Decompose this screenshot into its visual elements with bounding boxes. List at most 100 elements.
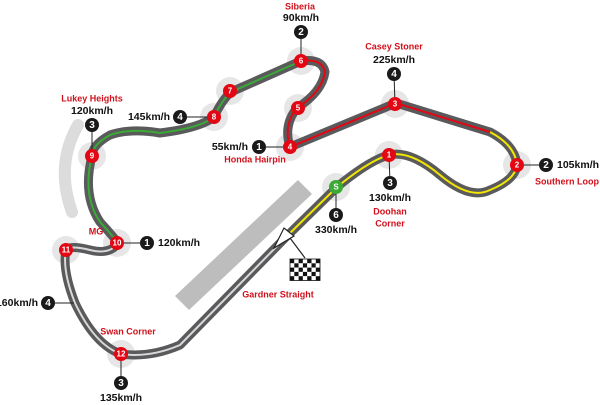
corner-name: Honda Hairpin (224, 154, 286, 164)
turn-circle (110, 236, 124, 250)
turn-marker-S[interactable]: S (329, 180, 343, 194)
gear-number: 3 (387, 178, 393, 189)
turn-marker-3[interactable]: 3 (388, 97, 402, 111)
turn-circle (388, 97, 402, 111)
turn-marker-9[interactable]: 9 (85, 149, 99, 163)
gear-number: 3 (118, 378, 124, 389)
turn-marker-1[interactable]: 1 (382, 148, 396, 162)
turn-circle (207, 110, 221, 124)
flag-border (289, 258, 321, 281)
turn-marker-11[interactable]: 11 (59, 243, 73, 257)
flag-square (298, 259, 303, 264)
flag-square (307, 263, 312, 268)
flag-square (315, 271, 321, 277)
gear-badge-S: 6 (329, 208, 343, 222)
corner-name: MG (89, 226, 104, 236)
gear-badge-4: 1 (252, 140, 266, 154)
flag-square (311, 259, 316, 264)
flag-square (294, 267, 299, 272)
turn-marker-8[interactable]: 8 (207, 110, 221, 124)
gear-circle (140, 236, 154, 250)
turn-circle (223, 84, 237, 98)
turn-marker-2[interactable]: 2 (510, 158, 524, 172)
flag-square (298, 263, 303, 268)
flag-square (298, 276, 303, 281)
flag-square (290, 267, 295, 272)
flag-square (294, 259, 299, 264)
flag-square (311, 267, 316, 272)
flag-square (294, 271, 299, 277)
flag-square (290, 271, 295, 277)
flag-square (298, 267, 303, 272)
speed-label: 90km/h (283, 12, 319, 24)
flag-square (307, 259, 312, 264)
gear-circle (387, 67, 401, 81)
turn-number: 2 (515, 161, 520, 170)
flag-square (302, 276, 308, 281)
corner-name: Swan Corner (100, 326, 156, 336)
gear-number: 2 (543, 160, 549, 171)
gear-circle (85, 118, 99, 132)
turn-number: 10 (113, 239, 122, 248)
turn-number: 11 (62, 246, 71, 255)
turn-marker-5[interactable]: 5 (291, 101, 305, 115)
corner-name: Siberia (285, 1, 316, 11)
corner-name: Southern Loop (535, 176, 599, 186)
corner-name: Casey Stoner (365, 41, 423, 51)
speed-label: 105km/h (557, 159, 599, 171)
gear-circle (383, 176, 397, 190)
flag-square (311, 276, 316, 281)
flag-square (294, 263, 299, 268)
flag-square (315, 259, 321, 264)
turn-circle (382, 148, 396, 162)
turn-marker-7[interactable]: 7 (223, 84, 237, 98)
turn-number: 6 (299, 57, 304, 66)
flag-square (307, 276, 312, 281)
turn-circle (291, 101, 305, 115)
turn-number: 9 (90, 152, 95, 161)
gear-circle (539, 158, 553, 172)
turn-circle (85, 149, 99, 163)
gear-badge-6: 2 (294, 25, 308, 39)
stripe-white (64, 237, 286, 356)
turn-number: 3 (393, 100, 398, 109)
gear-badge-12: 3 (114, 376, 128, 390)
gear-circle (114, 376, 128, 390)
start-direction-arrow-icon (272, 227, 296, 250)
turn-marker-4[interactable]: 4 (283, 140, 297, 154)
speed-label: 330km/h (315, 224, 357, 236)
flag-square (290, 276, 295, 281)
gear-number: 3 (89, 120, 95, 131)
speed-label: 225km/h (373, 54, 415, 66)
gear-number: 6 (333, 210, 339, 221)
flag-square (307, 271, 312, 277)
flag-square (302, 263, 308, 268)
gear-badge-9: 3 (85, 118, 99, 132)
flag-square (307, 267, 312, 272)
flag-square (290, 263, 295, 268)
speed-label: 145km/h (128, 111, 170, 123)
turn-marker-6[interactable]: 6 (294, 54, 308, 68)
flag-square (315, 267, 321, 272)
gear-number: 2 (298, 27, 304, 38)
gear-circle (41, 296, 55, 310)
turn-number: 1 (387, 151, 392, 160)
stripe-red (286, 59, 491, 149)
speed-label: 120km/h (158, 237, 200, 249)
corner-name: Lukey Heights (61, 93, 123, 103)
turn-marker-10[interactable]: 10 (110, 236, 124, 250)
turn-circle (329, 180, 343, 194)
flag-square (294, 276, 299, 281)
checkered-flag-icon (289, 258, 321, 281)
speed-label: 130km/h (369, 192, 411, 204)
flag-square (298, 271, 303, 277)
gear-circle (252, 140, 266, 154)
turn-number: 12 (117, 350, 126, 359)
flag-square (302, 267, 308, 272)
turn-circle (294, 54, 308, 68)
gear-badge-8: 4 (173, 110, 187, 124)
turn-circle (114, 347, 128, 361)
turn-marker-12[interactable]: 12 (114, 347, 128, 361)
